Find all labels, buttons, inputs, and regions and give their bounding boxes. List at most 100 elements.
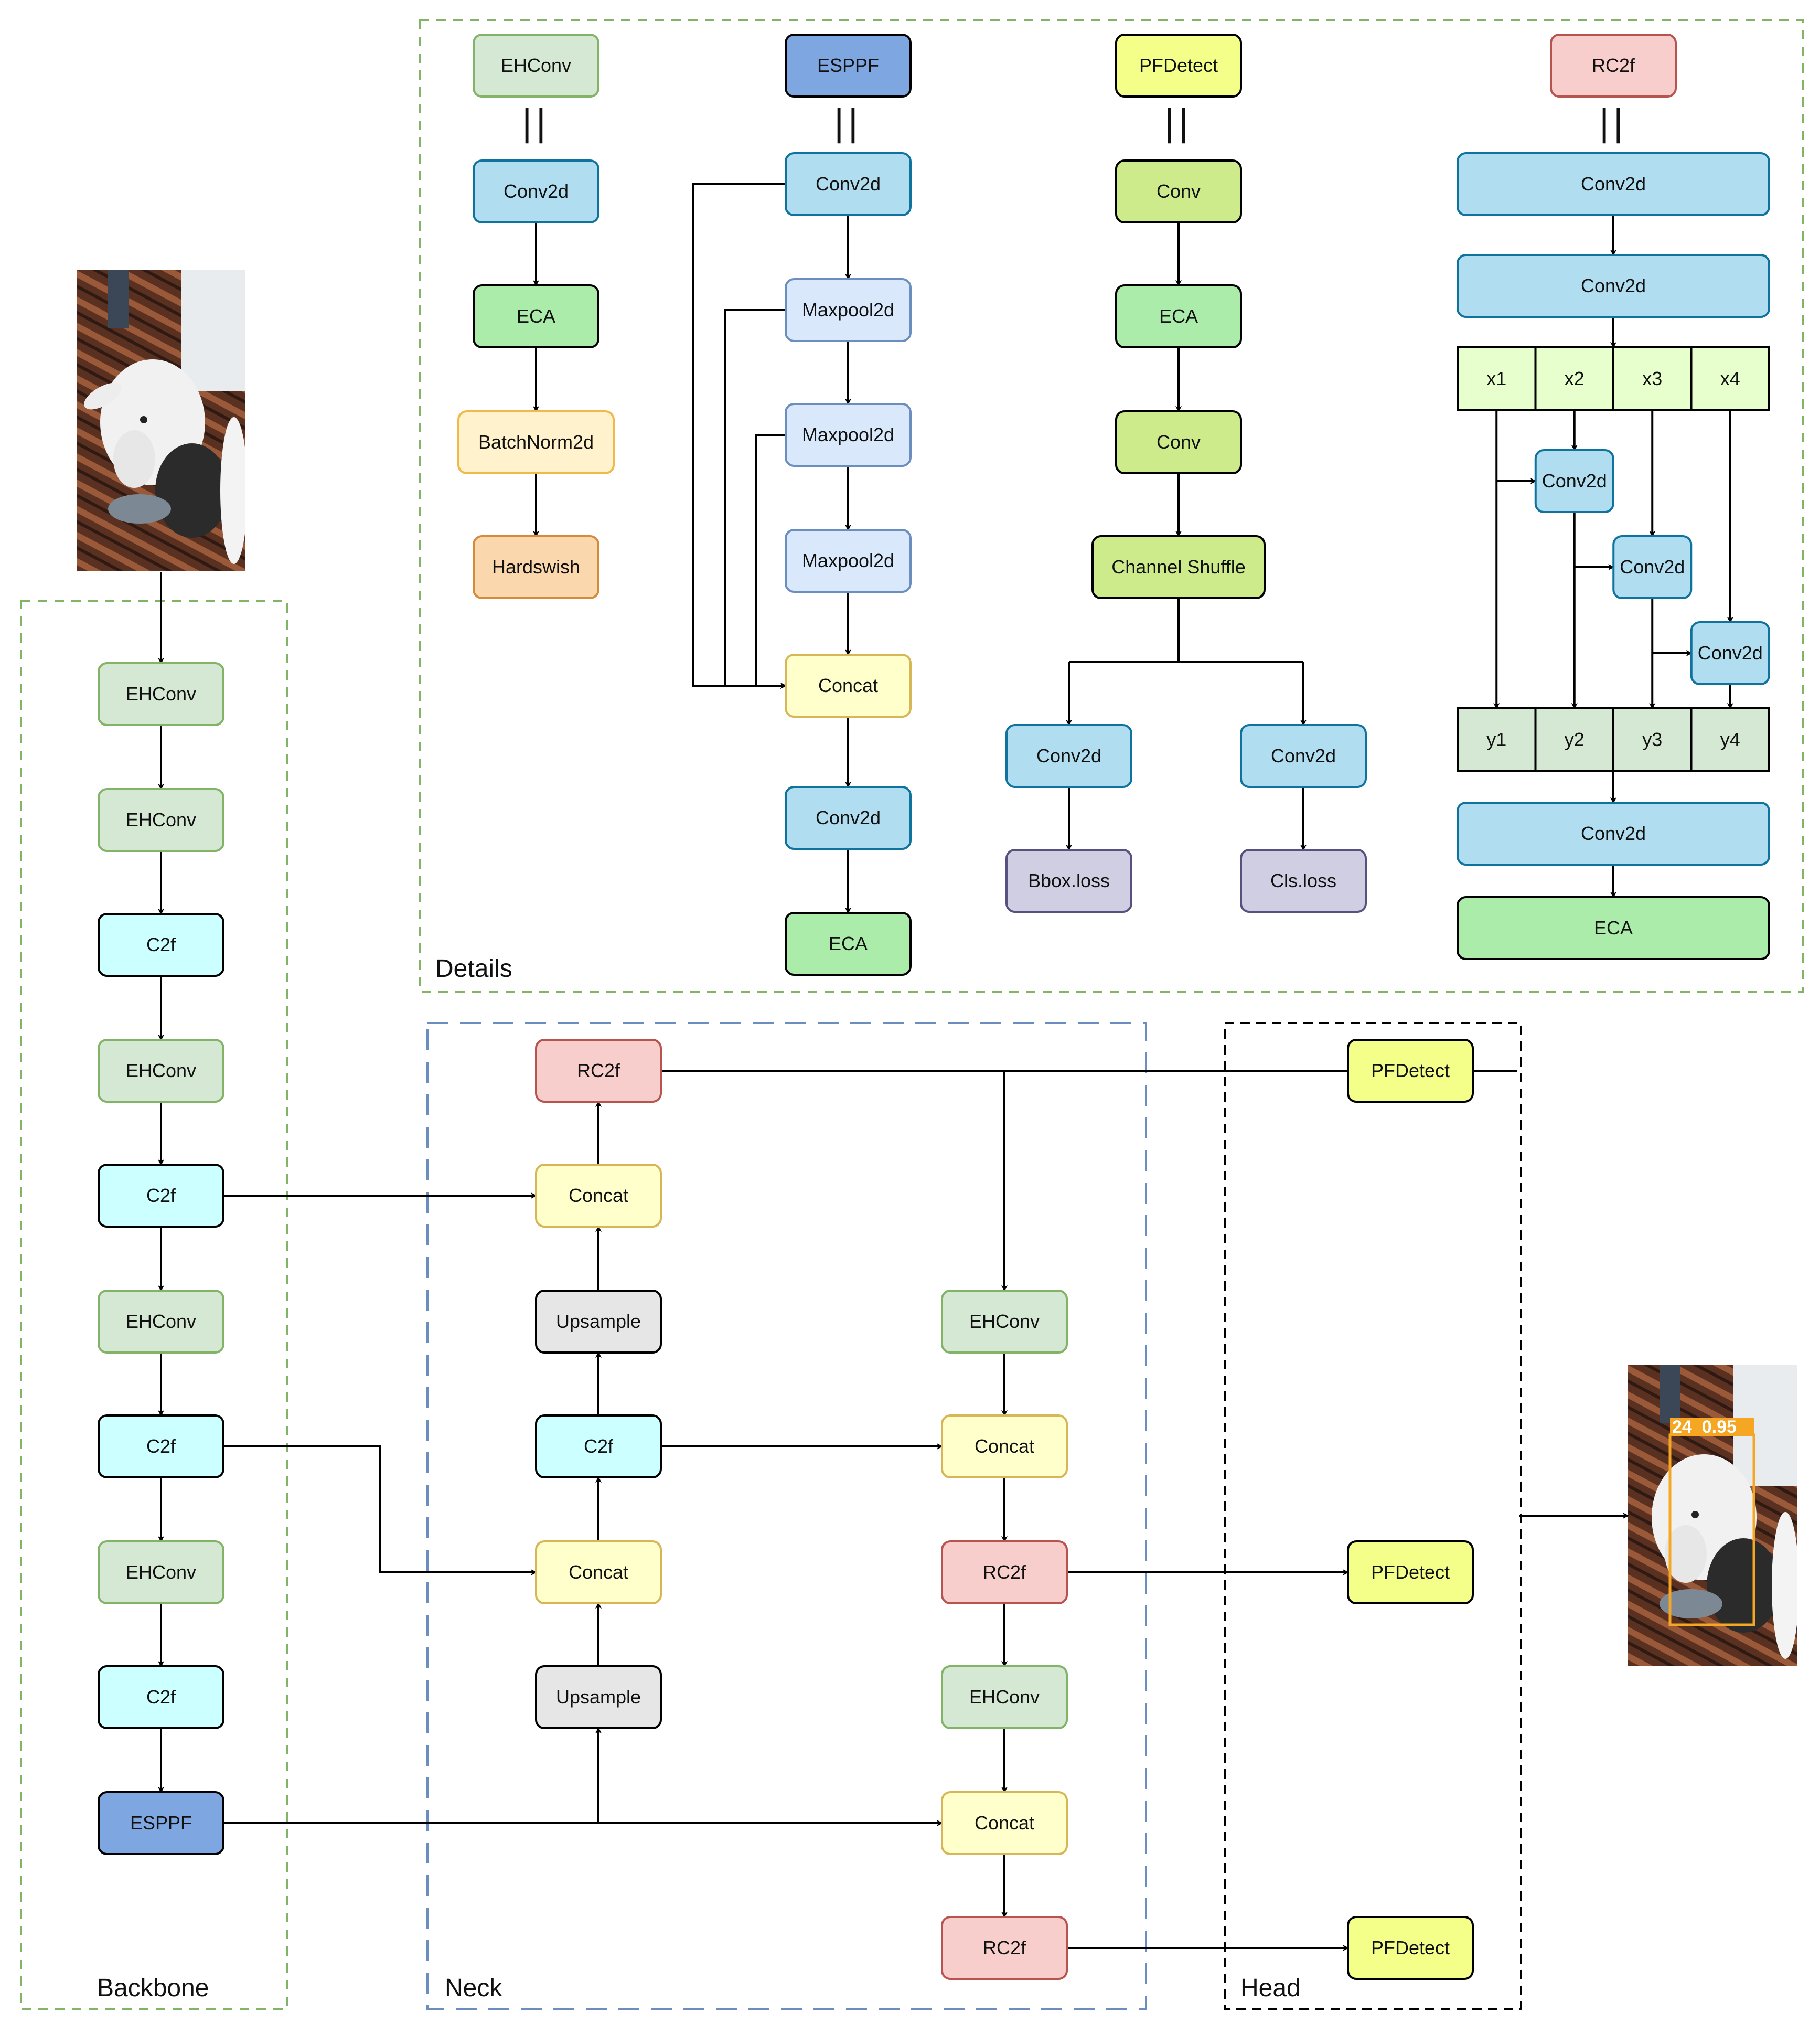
detail-esppf-step-2-maxpool2d-box bbox=[785, 278, 912, 342]
detail-esppf-step-7-eca-label: ECA bbox=[829, 933, 868, 954]
detail-pfdetect-step-3-conv: Conv bbox=[1115, 410, 1242, 474]
diagram-nodes: EHConv||Conv2dECABatchNorm2dHardswishESP… bbox=[98, 34, 1770, 1980]
head-node-3-pfdetect-label: PFDetect bbox=[1371, 1937, 1450, 1958]
detail-pfdetect-branch-2-cls-loss-label: Cls.loss bbox=[1270, 870, 1336, 891]
detail-rc2f-x3-cell-box bbox=[1612, 346, 1693, 411]
connector-arrow bbox=[755, 434, 787, 689]
detail-rc2f-y1-cell-label: y1 bbox=[1486, 729, 1506, 750]
detail-rc2f-y3-cell-label: y3 bbox=[1642, 729, 1662, 750]
detail-pfdetect-branch-2-cls-loss-box bbox=[1240, 849, 1367, 913]
detail-rc2f-inner-conv2d-2-box bbox=[1612, 535, 1693, 599]
neck-right-node-5-concat-box bbox=[941, 1791, 1068, 1855]
neck-section-label: Neck bbox=[445, 1974, 502, 2002]
neck-left-node-1-rc2f-box bbox=[535, 1039, 662, 1103]
detail-esppf-step-6-conv2d-label: Conv2d bbox=[816, 807, 881, 828]
backbone-node-5-c2f-label: C2f bbox=[146, 1185, 176, 1206]
detail-rc2f-y4-cell-label: y4 bbox=[1720, 729, 1740, 750]
detail-pfdetect-title: PFDetect bbox=[1115, 34, 1242, 98]
neck-right-node-3-rc2f-box bbox=[941, 1540, 1068, 1604]
backbone-node-9-c2f: C2f bbox=[98, 1665, 224, 1729]
detail-pfdetect-step-1-conv-label: Conv bbox=[1157, 180, 1201, 202]
detail-pfdetect-branch-1-bbox-loss: Bbox.loss bbox=[1005, 849, 1132, 913]
detail-rc2f-x2-cell-box bbox=[1534, 346, 1614, 411]
detail-esppf-step-3-maxpool2d: Maxpool2d bbox=[785, 403, 912, 467]
detail-pfdetect-title-label: PFDetect bbox=[1139, 55, 1218, 76]
detail-rc2f-conv2d-2-box bbox=[1457, 254, 1770, 318]
backbone-section-frame bbox=[20, 600, 288, 2010]
neck-right-node-1-ehconv-label: EHConv bbox=[969, 1311, 1040, 1332]
neck-left-node-6-upsample: Upsample bbox=[535, 1665, 662, 1729]
detail-pfdetect-branch-2-conv2d-box bbox=[1240, 724, 1367, 788]
backbone-node-3-c2f-box bbox=[98, 913, 224, 977]
input-photo bbox=[77, 270, 245, 571]
neck-right-node-6-rc2f-label: RC2f bbox=[983, 1937, 1026, 1958]
detail-rc2f-x2-cell: x2 bbox=[1534, 346, 1614, 411]
detail-esppf-title: ESPPF bbox=[785, 34, 912, 98]
backbone-node-9-c2f-box bbox=[98, 1665, 224, 1729]
neck-right-node-4-ehconv-box bbox=[941, 1665, 1068, 1729]
detail-rc2f-inner-conv2d-2-label: Conv2d bbox=[1620, 556, 1685, 578]
detail-ehconv-step-hardswish: Hardswish bbox=[473, 535, 599, 599]
detail-ehconv-step-conv2d-label: Conv2d bbox=[504, 180, 569, 202]
neck-left-node-6-upsample-label: Upsample bbox=[556, 1686, 641, 1708]
backbone-node-4-ehconv: EHConv bbox=[98, 1039, 224, 1103]
detail-pfdetect-branch-2-cls-loss: Cls.loss bbox=[1240, 849, 1367, 913]
head-node-1-pfdetect-box bbox=[1347, 1039, 1474, 1103]
detail-ehconv-step-batchnorm2d-box bbox=[457, 410, 615, 474]
detail-rc2f-x1-cell: x1 bbox=[1457, 346, 1537, 411]
detail-rc2f-y4-cell-box bbox=[1690, 707, 1770, 772]
neck-left-node-2-concat-label: Concat bbox=[569, 1185, 628, 1206]
detail-ehconv-step-batchnorm2d: BatchNorm2d bbox=[457, 410, 615, 474]
neck-right-node-5-concat: Concat bbox=[941, 1791, 1068, 1855]
neck-right-node-2-concat-label: Concat bbox=[975, 1435, 1034, 1457]
backbone-node-6-ehconv: EHConv bbox=[98, 1290, 224, 1354]
detail-rc2f-y2-cell: y2 bbox=[1534, 707, 1614, 772]
detail-rc2f-conv2d-out-box bbox=[1457, 802, 1770, 866]
neck-left-node-4-c2f-box bbox=[535, 1414, 662, 1478]
neck-left-node-1-rc2f-label: RC2f bbox=[577, 1060, 620, 1081]
detail-ehconv-step-eca-label: ECA bbox=[517, 305, 555, 327]
backbone-node-7-c2f: C2f bbox=[98, 1414, 224, 1478]
detail-ehconv-step-conv2d-box bbox=[473, 159, 599, 223]
detail-esppf-step-2-maxpool2d-label: Maxpool2d bbox=[802, 299, 894, 321]
detail-rc2f-inner-conv2d-1-box bbox=[1534, 449, 1614, 513]
neck-left-node-5-concat-label: Concat bbox=[569, 1561, 628, 1583]
detail-rc2f-conv2d-out: Conv2d bbox=[1457, 802, 1770, 866]
detail-pfdetect-equivalence: || bbox=[1164, 102, 1192, 144]
backbone-node-10-esppf-box bbox=[98, 1791, 224, 1855]
detail-rc2f-title-label: RC2f bbox=[1592, 55, 1635, 76]
neck-left-node-4-c2f: C2f bbox=[535, 1414, 662, 1478]
detail-esppf-step-4-maxpool2d-box bbox=[785, 529, 912, 593]
detail-rc2f-conv2d-2-label: Conv2d bbox=[1581, 275, 1646, 296]
head-node-3-pfdetect: PFDetect bbox=[1347, 1916, 1474, 1980]
neck-left-node-5-concat-box bbox=[535, 1540, 662, 1604]
detail-rc2f-x4-cell-box bbox=[1690, 346, 1770, 411]
backbone-node-8-ehconv: EHConv bbox=[98, 1540, 224, 1604]
detail-esppf-step-3-maxpool2d-box bbox=[785, 403, 912, 467]
detail-pfdetect-title-box bbox=[1115, 34, 1242, 98]
detail-pfdetect-branch-2-conv2d: Conv2d bbox=[1240, 724, 1367, 788]
detail-ehconv-title-label: EHConv bbox=[501, 55, 571, 76]
detail-rc2f-inner-conv2d-1-label: Conv2d bbox=[1542, 470, 1607, 492]
backbone-section-label: Backbone bbox=[97, 1974, 209, 2002]
backbone-node-3-c2f: C2f bbox=[98, 913, 224, 977]
neck-left-node-2-concat-box bbox=[535, 1164, 662, 1228]
backbone-node-2-ehconv-label: EHConv bbox=[126, 809, 196, 830]
backbone-node-4-ehconv-label: EHConv bbox=[126, 1060, 196, 1081]
detail-ehconv-step-batchnorm2d-label: BatchNorm2d bbox=[478, 431, 594, 453]
detail-rc2f-title: RC2f bbox=[1550, 34, 1677, 98]
detail-rc2f-x4-cell: x4 bbox=[1690, 346, 1770, 411]
detail-esppf-step-5-concat-box bbox=[785, 654, 912, 718]
detail-ehconv-step-hardswish-box bbox=[473, 535, 599, 599]
backbone-node-10-esppf: ESPPF bbox=[98, 1791, 224, 1855]
backbone-node-2-ehconv: EHConv bbox=[98, 788, 224, 852]
detail-esppf-step-7-eca-box bbox=[785, 912, 912, 976]
detail-rc2f-y1-cell: y1 bbox=[1457, 707, 1537, 772]
detail-rc2f-x2-cell-label: x2 bbox=[1565, 368, 1585, 389]
detail-rc2f-y2-cell-label: y2 bbox=[1565, 729, 1585, 750]
detail-pfdetect-step-2-eca-box bbox=[1115, 284, 1242, 348]
detail-pfdetect-branch-1-bbox-loss-box bbox=[1005, 849, 1132, 913]
backbone-node-2-ehconv-box bbox=[98, 788, 224, 852]
head-section-label: Head bbox=[1240, 1974, 1301, 2002]
